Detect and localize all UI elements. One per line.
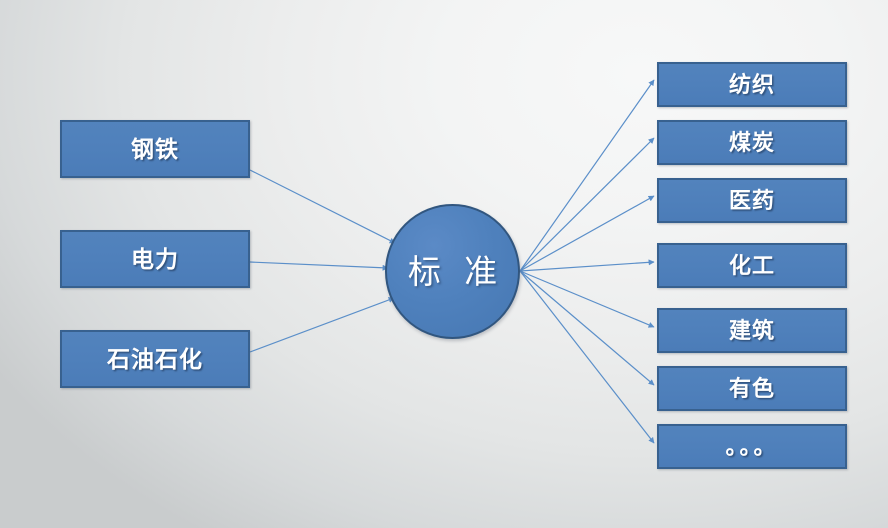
output-node-construction-label: 建筑 bbox=[728, 317, 775, 343]
input-node-electric-power[interactable]: 电力 bbox=[60, 230, 250, 288]
output-node-textile[interactable]: 纺织 bbox=[657, 62, 847, 107]
connector-hub-to-textile bbox=[519, 79, 655, 272]
output-node-more-ellipsis-label: 。。。 bbox=[725, 433, 779, 459]
standard-hub-label: 标 准 bbox=[407, 253, 505, 290]
output-node-coal[interactable]: 煤炭 bbox=[657, 120, 847, 165]
output-node-chemical[interactable]: 化工 bbox=[657, 243, 847, 288]
input-node-electric-power-label: 电力 bbox=[131, 245, 179, 272]
input-node-steel-label: 钢铁 bbox=[131, 135, 179, 162]
connector-petroleum-to-hub bbox=[249, 297, 395, 353]
connector-hub-to-nonferrous bbox=[519, 270, 655, 386]
input-node-petroleum-petrochemical[interactable]: 石油石化 bbox=[60, 330, 250, 388]
connector-power-to-hub bbox=[249, 261, 389, 271]
output-node-textile-label: 纺织 bbox=[728, 71, 775, 97]
connector-hub-to-pharmaceutical bbox=[519, 195, 655, 272]
connector-steel-to-hub bbox=[249, 169, 396, 244]
connector-hub-to-chemical bbox=[519, 259, 655, 272]
output-node-coal-label: 煤炭 bbox=[728, 129, 775, 155]
output-node-more-ellipsis[interactable]: 。。。 bbox=[657, 424, 847, 469]
standard-hub-circle[interactable]: 标 准 bbox=[385, 204, 520, 339]
connector-hub-to-construction bbox=[519, 270, 655, 328]
connector-hub-to-more bbox=[519, 270, 655, 444]
connector-hub-to-coal bbox=[519, 137, 655, 272]
output-node-nonferrous-metals-label: 有色 bbox=[728, 375, 775, 401]
output-node-pharmaceutical[interactable]: 医药 bbox=[657, 178, 847, 223]
output-node-nonferrous-metals[interactable]: 有色 bbox=[657, 366, 847, 411]
input-node-steel[interactable]: 钢铁 bbox=[60, 120, 250, 178]
output-node-chemical-label: 化工 bbox=[728, 252, 775, 278]
input-node-petroleum-petrochemical-label: 石油石化 bbox=[107, 345, 203, 372]
output-node-pharmaceutical-label: 医药 bbox=[728, 187, 775, 213]
output-node-construction[interactable]: 建筑 bbox=[657, 308, 847, 353]
